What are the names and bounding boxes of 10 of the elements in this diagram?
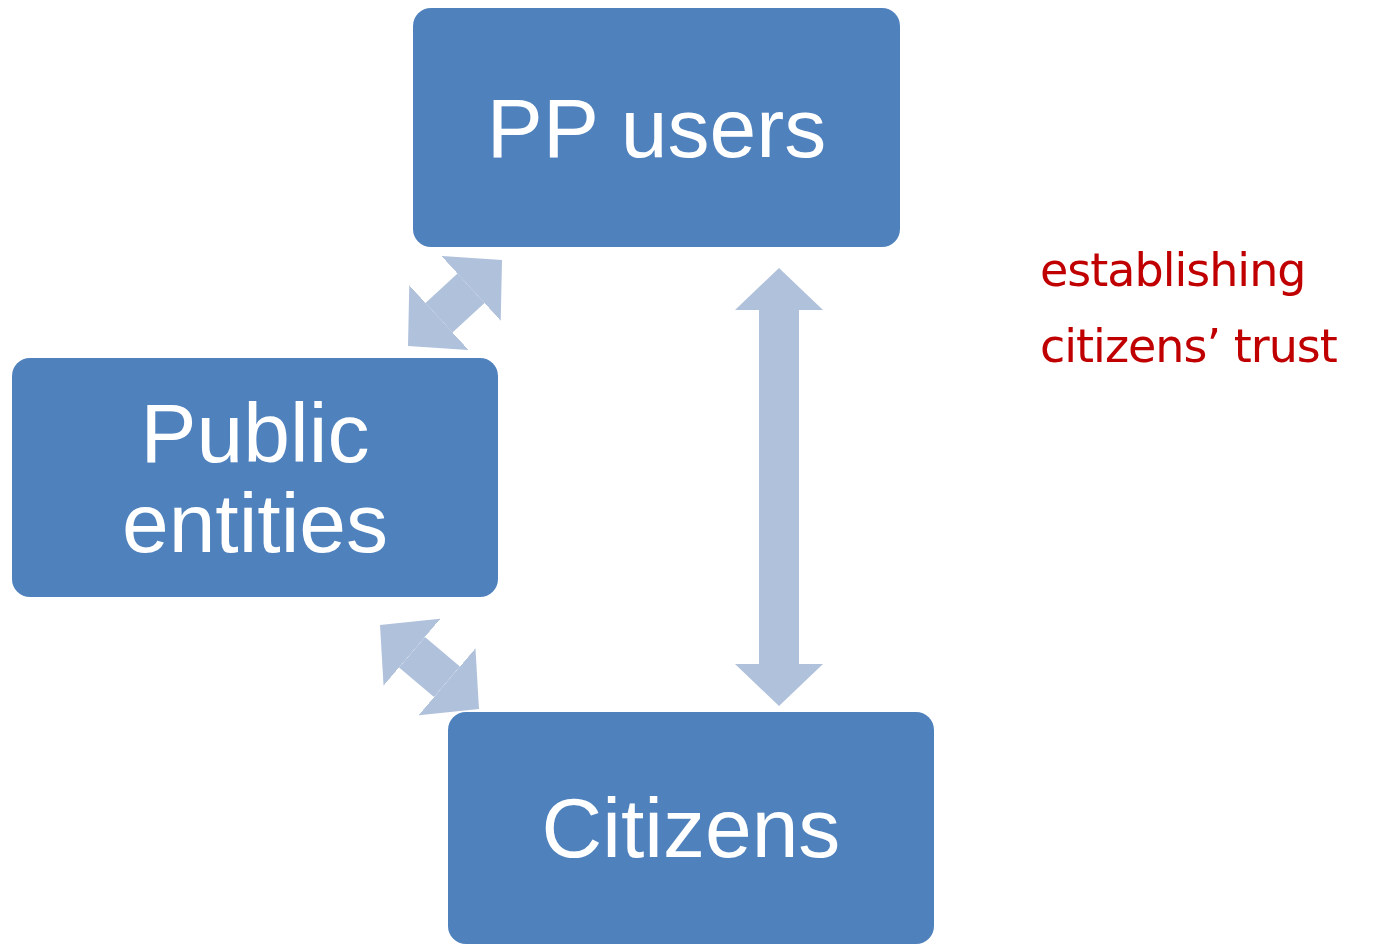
double-arrow [408, 255, 502, 351]
process-box [448, 712, 934, 944]
process-box [413, 8, 900, 247]
double-arrow [735, 268, 823, 706]
double-arrow [380, 618, 479, 716]
process-box [12, 358, 498, 597]
box-label: Citizens [541, 783, 841, 873]
box-label: Public entities [120, 387, 390, 568]
box-label: PP users [486, 82, 827, 173]
annotation-text: establishing citizens’ trust [1040, 242, 1338, 375]
